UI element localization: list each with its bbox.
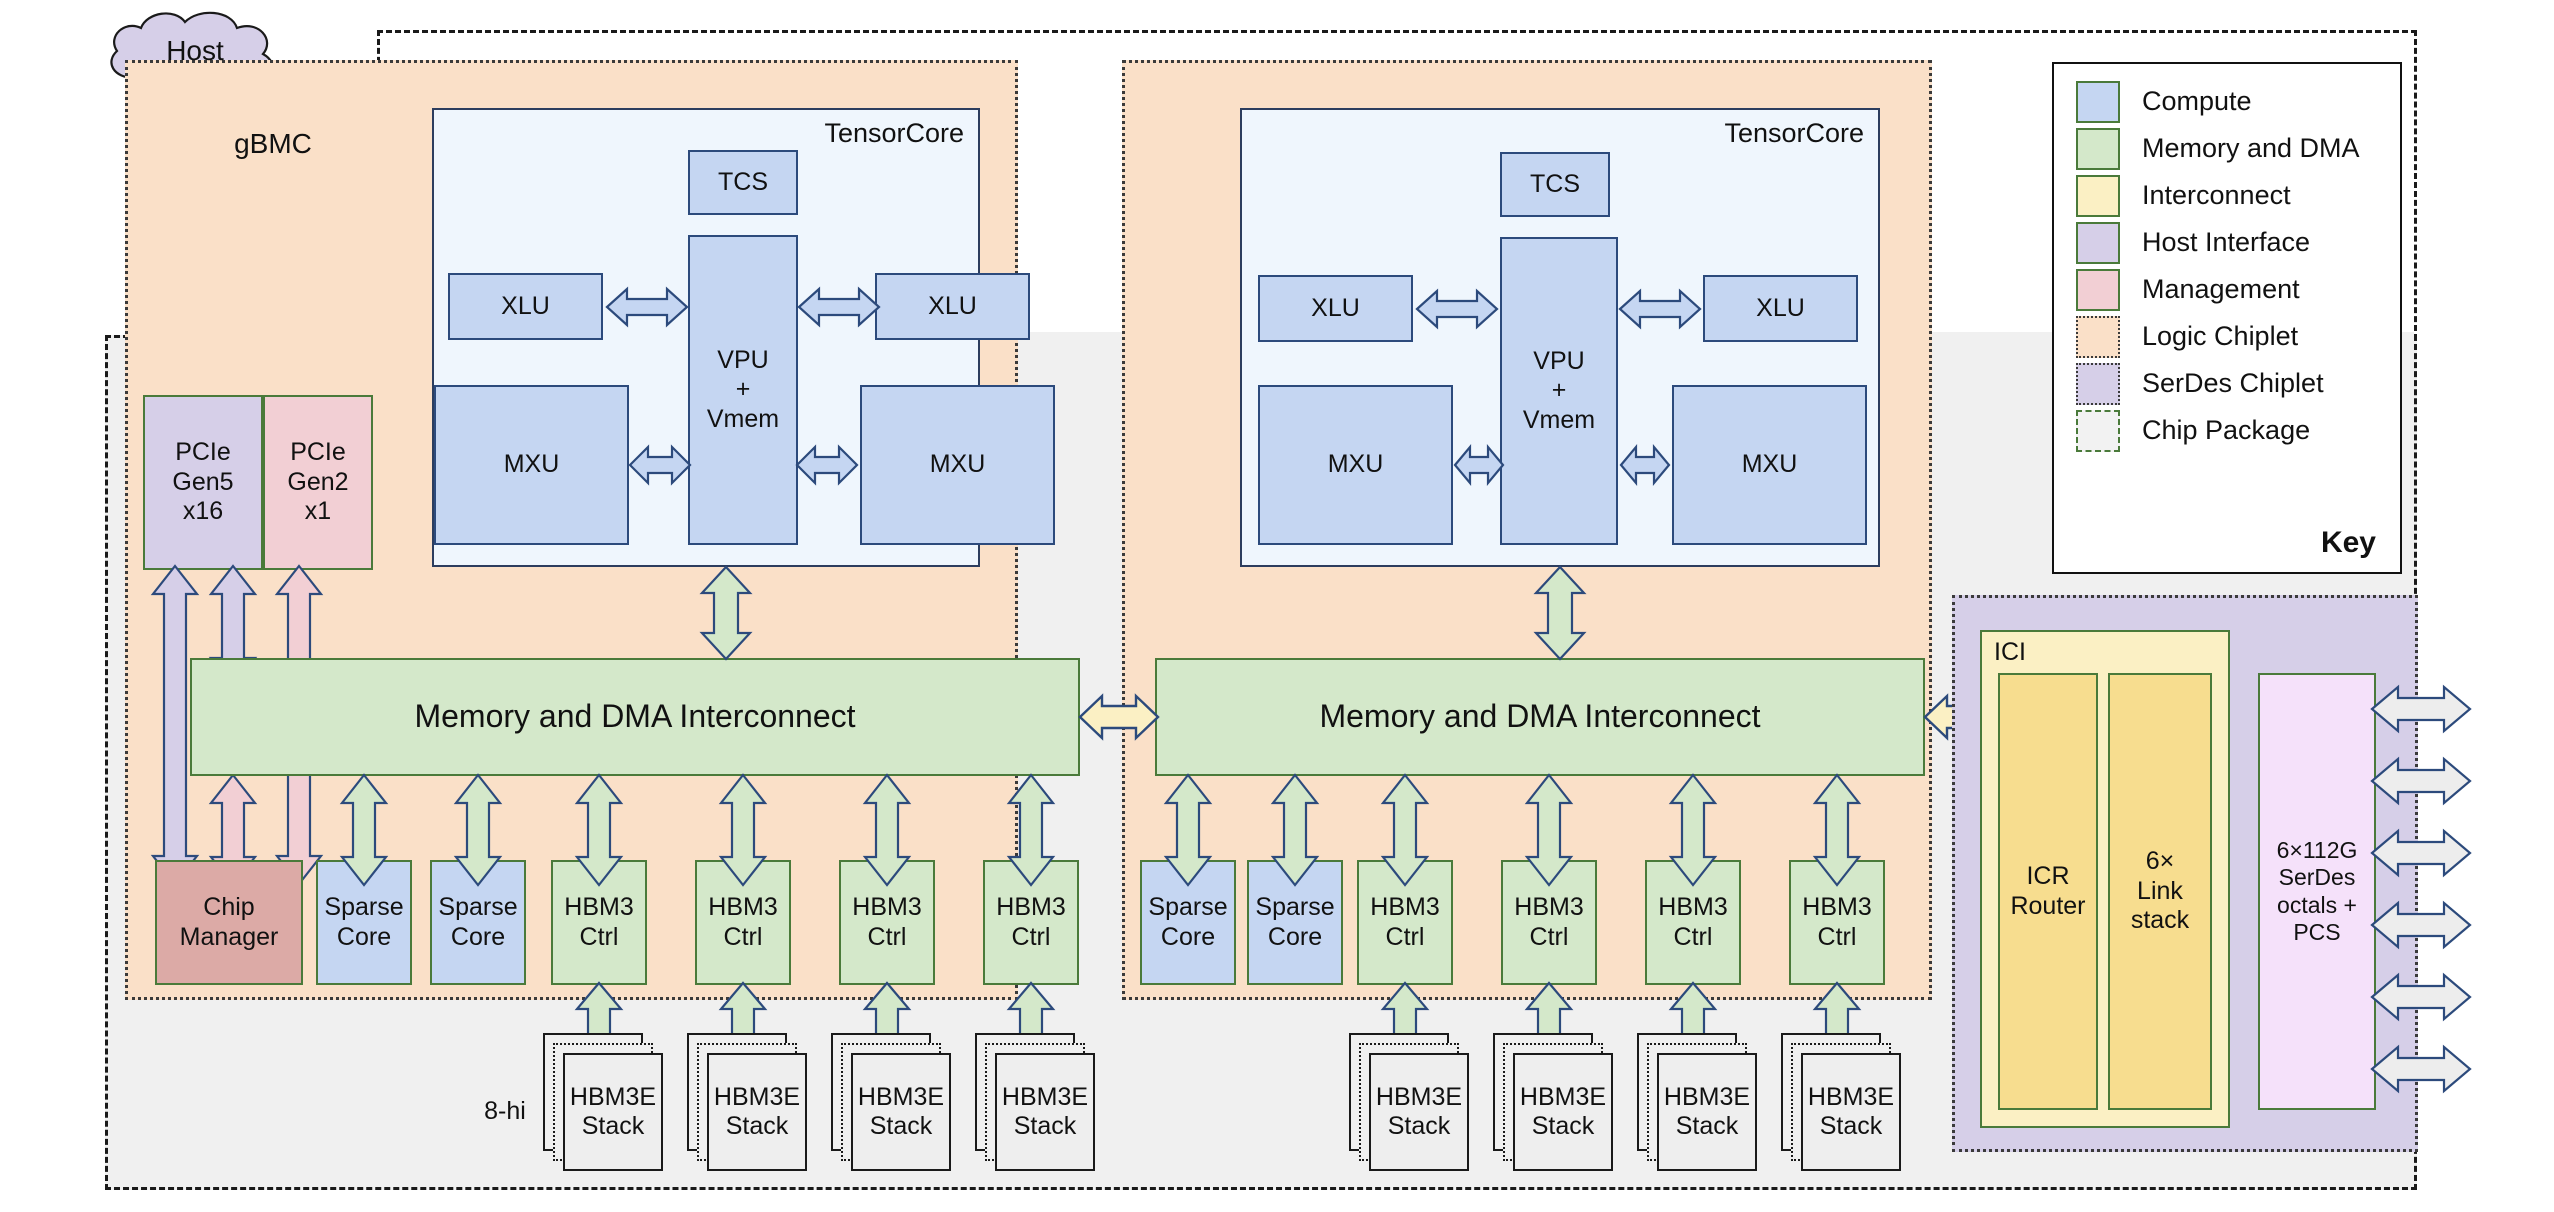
key-label-compute: Compute	[2142, 86, 2252, 116]
xlu-vpu-arrow-right-a	[1415, 288, 1499, 330]
key-swatch-serdes-chiplet	[2076, 362, 2120, 405]
xlu-vpu-arrow-left-a	[605, 286, 689, 328]
key-swatch-memory-and-dma	[2076, 127, 2120, 170]
key-swatch-interconnect	[2076, 174, 2120, 217]
key-label-memory-and-dma: Memory and DMA	[2142, 133, 2360, 163]
chip-manager-block: Chip Manager	[155, 860, 303, 985]
key-item-chip-package: Chip Package	[2054, 407, 2400, 454]
key-item-serdes-chiplet: SerDes Chiplet	[2054, 360, 2400, 407]
key-label-logic-chiplet: Logic Chiplet	[2142, 321, 2299, 351]
xlu-left-right: XLU	[1258, 275, 1413, 342]
serdes-external-link-5	[2370, 972, 2472, 1022]
key-swatch-management	[2076, 268, 2120, 311]
key-title: Key	[2320, 526, 2376, 559]
xlu-right-right: XLU	[1703, 275, 1858, 342]
interconnect-hbm3ctrl-arrow-l4	[1006, 773, 1056, 887]
key-label-host-interface: Host Interface	[2142, 227, 2311, 257]
host-label: Host	[166, 34, 224, 66]
key-item-management: Management	[2054, 266, 2400, 313]
tensorcore-interconnect-arrow-right	[1533, 565, 1587, 661]
hbm3e-stack-l3: HBM3E Stack	[851, 1053, 951, 1171]
hbm3-ctrl-r1: HBM3 Ctrl	[1357, 860, 1453, 985]
key-label-chip-package: Chip Package	[2142, 415, 2311, 445]
key-item-logic-chiplet: Logic Chiplet	[2054, 313, 2400, 360]
memory-dma-interconnect-right: Memory and DMA Interconnect	[1155, 658, 1925, 776]
interconnect-hbm3ctrl-arrow-l1	[574, 773, 624, 887]
hbm3-ctrl-r4: HBM3 Ctrl	[1789, 860, 1885, 985]
mxu-vpu-arrow-left-b	[795, 444, 859, 486]
interconnect-hbm3ctrl-arrow-r3	[1668, 773, 1718, 887]
key-item-memory-and-dma: Memory and DMA	[2054, 125, 2400, 172]
key-swatch-logic-chiplet	[2076, 315, 2120, 358]
mxu-left-right: MXU	[1258, 385, 1453, 545]
pcie-gen5-block: PCIe Gen5 x16	[143, 395, 263, 570]
interconnect-sparsecore-arrow-r1	[1163, 773, 1213, 887]
link-stack-block: 6× Link stack	[2108, 673, 2212, 1110]
interconnect-hbm3ctrl-arrow-r1	[1380, 773, 1430, 887]
gbmc-label: gBMC	[234, 128, 312, 159]
key-item-interconnect: Interconnect	[2054, 172, 2400, 219]
mxu-vpu-arrow-left-a	[628, 444, 692, 486]
interconnect-hbm3ctrl-arrow-r2	[1524, 773, 1574, 887]
interconnect-hbm3ctrl-arrow-l2	[718, 773, 768, 887]
tcs-block-right: TCS	[1500, 152, 1610, 217]
tensorcore-interconnect-arrow-left	[699, 565, 753, 661]
hbm3e-stack-l1: HBM3E Stack	[563, 1053, 663, 1171]
memory-dma-interconnect-left: Memory and DMA Interconnect	[190, 658, 1080, 776]
vpu-vmem-block-right: VPU + Vmem	[1500, 237, 1618, 545]
mxu-left-left: MXU	[434, 385, 629, 545]
interconnect-sparsecore-arrow-l2	[453, 773, 503, 887]
key-label-interconnect: Interconnect	[2142, 180, 2291, 210]
xlu-vpu-arrow-left-b	[797, 286, 881, 328]
serdes-external-link-3	[2370, 828, 2472, 878]
hbm3e-stack-r4: HBM3E Stack	[1801, 1053, 1901, 1171]
hbm3e-stack-r3: HBM3E Stack	[1657, 1053, 1757, 1171]
hbm3e-stack-r1: HBM3E Stack	[1369, 1053, 1469, 1171]
serdes-external-link-1	[2370, 684, 2472, 734]
sparse-core-l1: Sparse Core	[316, 860, 412, 985]
mxu-vpu-arrow-right-b	[1619, 443, 1671, 487]
key-label-management: Management	[2142, 274, 2300, 304]
hbm3e-stack-l2: HBM3E Stack	[707, 1053, 807, 1171]
tcs-block-left: TCS	[688, 150, 798, 215]
serdes-external-link-4	[2370, 900, 2472, 950]
interconnect-hbm3ctrl-arrow-r4	[1812, 773, 1862, 887]
mxu-vpu-arrow-right-a	[1453, 443, 1505, 487]
key-swatch-host-interface	[2076, 221, 2120, 264]
key-item-compute: Compute	[2054, 78, 2400, 125]
interconnect-hbm3ctrl-arrow-l3	[862, 773, 912, 887]
hbm-stack-height-label: 8-hi	[484, 1097, 526, 1125]
key-swatch-compute	[2076, 80, 2120, 123]
host-cloud: Host	[95, 8, 295, 93]
interchiplet-interconnect-arrow	[1078, 693, 1160, 741]
key-label-serdes-chiplet: SerDes Chiplet	[2142, 368, 2324, 398]
interconnect-sparsecore-arrow-r2	[1270, 773, 1320, 887]
pcie-gen2-block: PCIe Gen2 x1	[263, 395, 373, 570]
xlu-vpu-arrow-right-b	[1618, 288, 1702, 330]
tensorcore-title-left: TensorCore	[824, 118, 964, 148]
key-item-host-interface: Host Interface	[2054, 219, 2400, 266]
serdes-external-link-2	[2370, 756, 2472, 806]
vpu-vmem-block-left: VPU + Vmem	[688, 235, 798, 545]
serdes-octals-pcs-block: 6×112G SerDes octals + PCS	[2258, 673, 2376, 1110]
xlu-left-left: XLU	[448, 273, 603, 340]
interconnect-sparsecore-arrow-l1	[339, 773, 389, 887]
hbm3e-stack-r2: HBM3E Stack	[1513, 1053, 1613, 1171]
mxu-right-right: MXU	[1672, 385, 1867, 545]
key-swatch-chip-package	[2076, 409, 2120, 452]
hbm3e-stack-l4: HBM3E Stack	[995, 1053, 1095, 1171]
tensorcore-title-right: TensorCore	[1724, 118, 1864, 148]
mxu-right-left: MXU	[860, 385, 1055, 545]
icr-router-block: ICR Router	[1998, 673, 2098, 1110]
key-legend: Compute Memory and DMA Interconnect Host…	[2052, 62, 2402, 574]
serdes-external-link-6	[2370, 1044, 2472, 1094]
ici-title: ICI	[1994, 638, 2026, 666]
xlu-right-left: XLU	[875, 273, 1030, 340]
